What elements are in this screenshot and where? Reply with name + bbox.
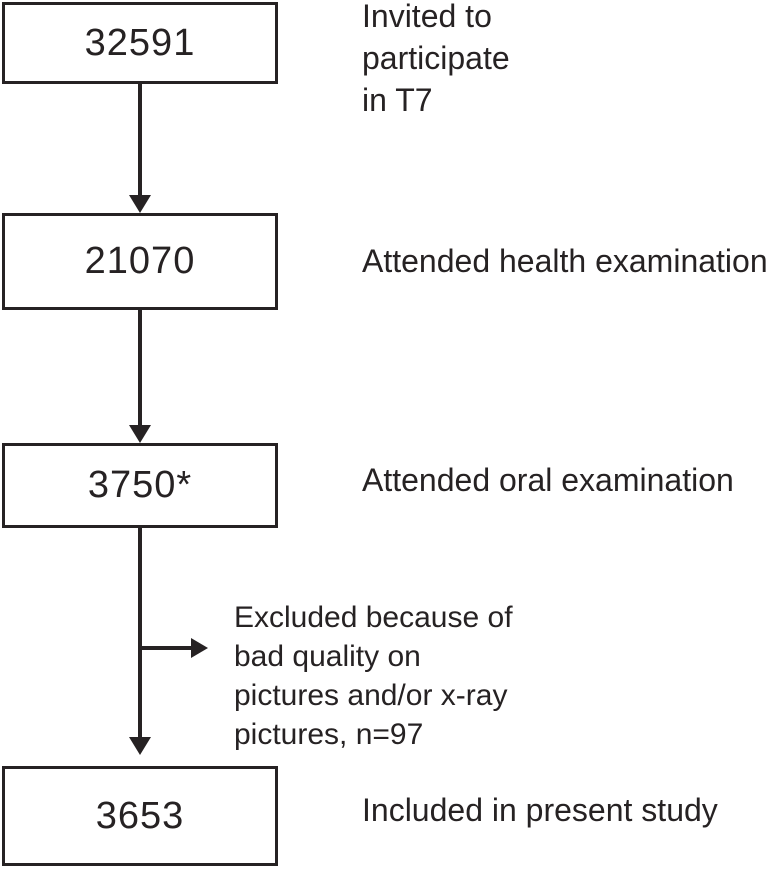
arrowhead-down-icon xyxy=(129,425,151,443)
count-box-health-exam: 21070 xyxy=(2,213,278,310)
count-box-oral-exam: 3750* xyxy=(2,443,278,528)
count-value-health-exam: 21070 xyxy=(84,240,196,282)
arrowhead-down-icon xyxy=(129,195,151,213)
arrowhead-right-icon xyxy=(191,638,208,658)
count-box-invited: 32591 xyxy=(2,2,278,84)
count-value-invited: 32591 xyxy=(84,21,196,64)
arrow-shaft xyxy=(138,528,142,738)
step-label-invited: Invited to participate in T7 xyxy=(362,0,510,118)
arrowhead-down-icon xyxy=(129,737,151,755)
arrow-shaft xyxy=(140,646,191,650)
step-label-included: Included in present study xyxy=(362,792,718,828)
step-label-health-exam: Attended health examination xyxy=(362,243,768,279)
arrow-shaft xyxy=(138,310,142,426)
count-value-included: 3653 xyxy=(95,794,185,837)
exclusion-note: Excluded because of bad quality on pictu… xyxy=(234,601,513,751)
count-value-oral-exam: 3750* xyxy=(87,464,193,506)
step-label-oral-exam: Attended oral examination xyxy=(362,462,734,498)
count-box-included: 3653 xyxy=(2,766,278,866)
arrow-shaft xyxy=(138,84,142,196)
